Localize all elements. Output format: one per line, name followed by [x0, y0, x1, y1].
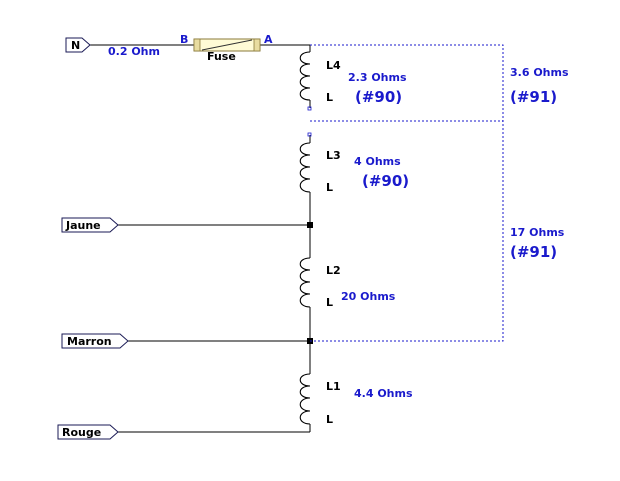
port-n-shape	[65, 37, 91, 53]
fuse-pin-a-label: A	[264, 33, 273, 46]
inductor-l2	[299, 257, 311, 308]
port-rouge: Rouge	[57, 424, 119, 440]
l3-resistance-label: 4 Ohms	[354, 155, 401, 168]
port-marron-label: Marron	[67, 335, 112, 348]
port-n-label: N	[71, 39, 80, 52]
inductor-l2-end: L	[326, 296, 333, 309]
inductor-l1-name: L1	[326, 380, 341, 393]
inductor-l3-end: L	[326, 181, 333, 194]
inductor-l4	[299, 51, 311, 101]
inductor-l4-coil	[299, 51, 311, 101]
terminal-l3-start	[307, 132, 312, 137]
wires	[90, 44, 311, 433]
inductor-l3-coil	[299, 142, 311, 193]
group-outlines	[310, 44, 504, 342]
fuse-cap-right	[253, 38, 261, 52]
inductor-l2-coil	[299, 257, 311, 308]
fuse-cap-left	[193, 38, 201, 52]
inductor-l3-name: L3	[326, 149, 341, 162]
l1-resistance-label: 4.4 Ohms	[354, 387, 413, 400]
junction-jaune	[307, 222, 313, 228]
port-jaune: Jaune	[61, 217, 119, 233]
inductor-l4-end: L	[326, 91, 333, 104]
fuse	[193, 38, 261, 52]
inductor-l3	[299, 142, 311, 193]
port-jaune-shape	[61, 217, 119, 233]
inductor-l1	[299, 373, 311, 425]
l4-resistance-label: 2.3 Ohms	[348, 71, 407, 84]
l4-reference-label: (#90)	[355, 88, 402, 106]
fuse-element	[201, 39, 253, 51]
group-bottom-reference-label: (#91)	[510, 243, 557, 261]
port-jaune-label: Jaune	[65, 219, 101, 232]
port-rouge-label: Rouge	[62, 426, 101, 439]
l3-reference-label: (#90)	[362, 172, 409, 190]
group-top-reference-label: (#91)	[510, 88, 557, 106]
group-top-resistance-label: 3.6 Ohms	[510, 66, 569, 79]
l2-resistance-label: 20 Ohms	[341, 290, 396, 303]
port-marron-shape	[61, 333, 129, 349]
port-rouge-shape	[57, 424, 119, 440]
port-n: N	[65, 37, 91, 53]
inductor-l2-name: L2	[326, 264, 341, 277]
group-bottom-outline	[310, 120, 504, 342]
port-marron: Marron	[61, 333, 129, 349]
terminal-l4-end	[307, 106, 312, 111]
fuse-label: Fuse	[207, 50, 236, 63]
inductor-l4-name: L4	[326, 59, 341, 72]
inductor-l1-end: L	[326, 413, 333, 426]
inductor-l1-coil	[299, 373, 311, 425]
input-resistance-label: 0.2 Ohm	[108, 45, 160, 58]
fuse-pin-b-label: B	[180, 33, 188, 46]
group-bottom-resistance-label: 17 Ohms	[510, 226, 565, 239]
